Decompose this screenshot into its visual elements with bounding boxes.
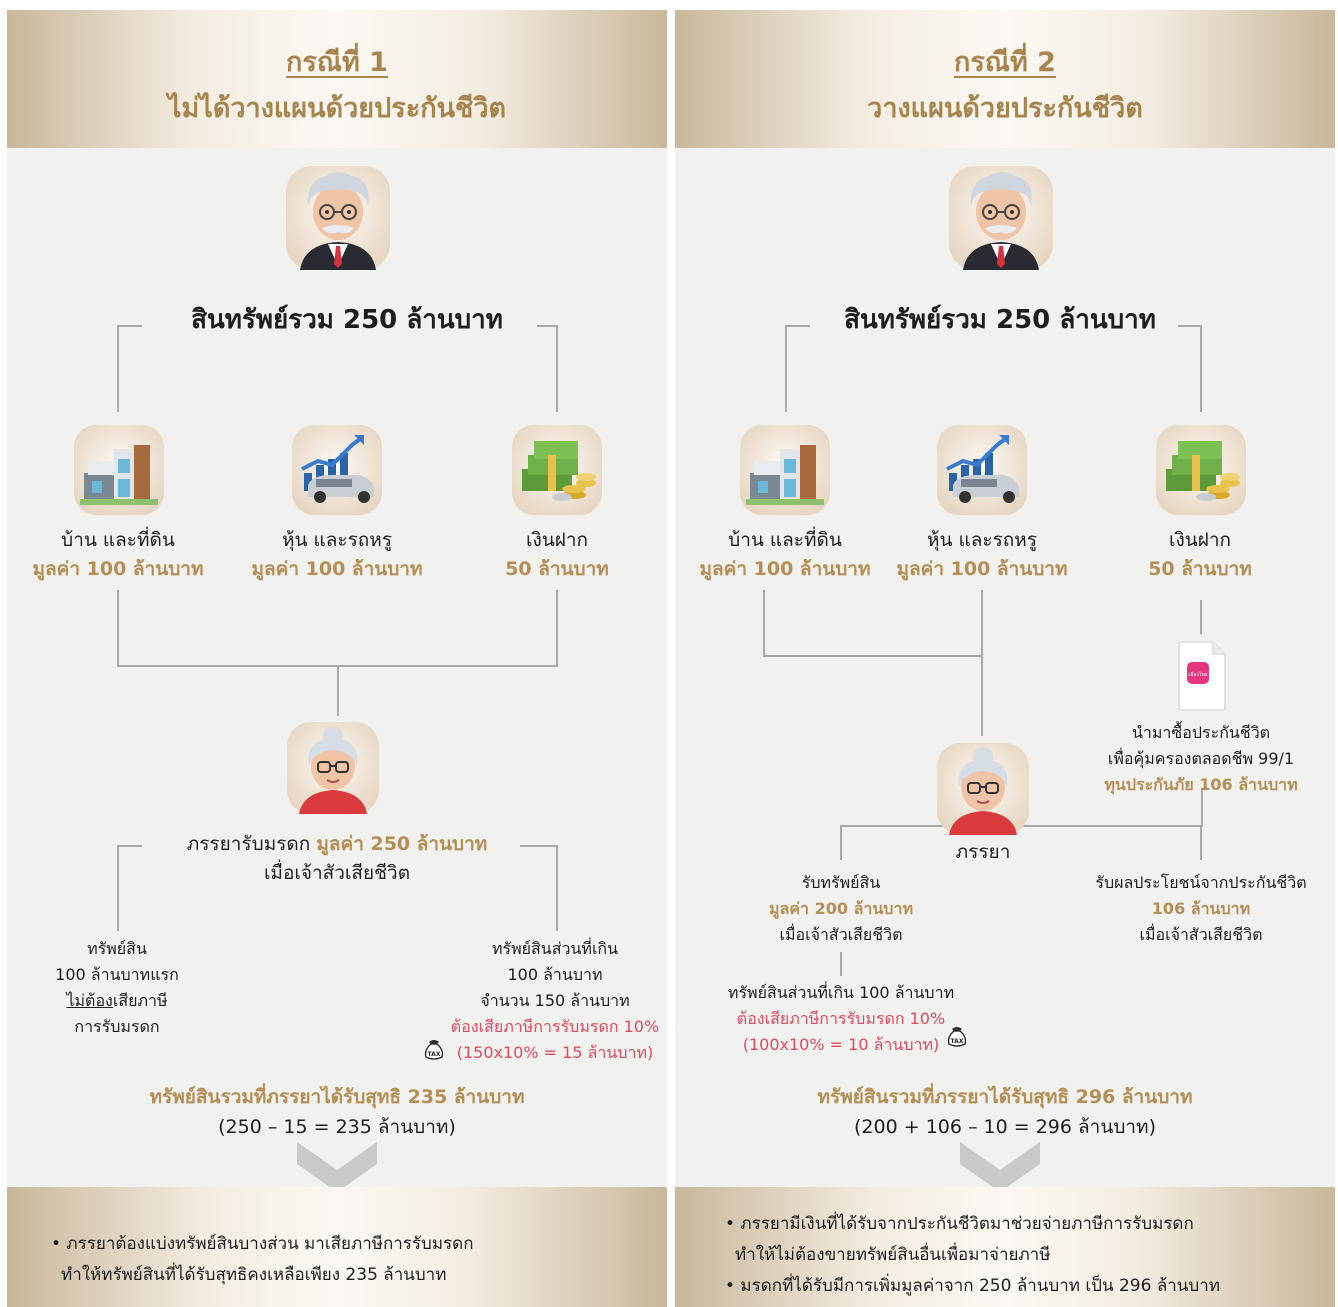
insurance-policy-icon: เมืองไทย [1178,641,1226,711]
svg-text:TAX: TAX [428,1051,441,1058]
case1-net-total: ทรัพย์สินรวมที่ภรรยาได้รับสุทธิ 235 ล้าน… [149,1086,525,1108]
tax-bag-icon: TAX [424,1039,444,1060]
wife-icon [937,743,1029,835]
case2-excess: ทรัพย์สินส่วนที่เกิน 100 ล้านบาท ต้องเสี… [727,983,955,1054]
case2-footer: • ภรรยามีเงินที่ได้รับจากประกันชีวิตมาช่… [675,1187,1335,1307]
svg-text:เมืองไทย: เมืองไทย [1188,671,1207,678]
house-icon [740,425,830,515]
case1-panel: กรณีที่ 1 ไม่ได้วางแผนด้วยประกันชีวิต สิ… [7,10,667,1307]
case2-asset-stocks: หุ้น และรถหรู มูลค่า 100 ล้านบาท [896,529,1068,580]
case2-receive-assets: รับทรัพย์สิน มูลค่า 200 ล้านบาท เมื่อเจ้… [769,873,913,944]
case1-header: กรณีที่ 1 ไม่ได้วางแผนด้วยประกันชีวิต [7,10,667,148]
case1-footer: • ภรรยาต้องแบ่งทรัพย์สินบางส่วน มาเสียภา… [7,1187,667,1307]
case2-title: กรณีที่ 2 [954,47,1056,78]
old-man-icon [286,166,390,270]
case1-bullet-1: • ภรรยาต้องแบ่งทรัพย์สินบางส่วน มาเสียภา… [51,1234,474,1285]
case1-total-assets: สินทรัพย์รวม 250 ล้านบาท [157,299,537,340]
case1-title: กรณีที่ 1 [286,47,388,78]
stocks-car-icon [292,425,382,515]
case2-net-calc: (200 + 106 – 10 = 296 ล้านบาท) [854,1116,1156,1138]
case2-insurance: นำมาซื้อประกันชีวิต เพื่อคุ้มครองตลอดชีพ… [1104,723,1298,794]
case2-receive-benefit: รับผลประโยชน์จากประกันชีวิต 106 ล้านบาท … [1095,873,1307,944]
case1-net-calc: (250 – 15 = 235 ล้านบาท) [218,1116,456,1138]
case2-wife-label: ภรรยา [955,841,1011,863]
stocks-car-icon [937,425,1027,515]
case2-asset-house: บ้าน และที่ดิน มูลค่า 100 ล้านบาท [699,529,871,580]
case1-connectors [117,325,558,931]
money-icon [1156,425,1246,515]
case2-asset-deposit: เงินฝาก 50 ล้านบาท [1148,529,1252,580]
case1-subtitle: ไม่ได้วางแผนด้วยประกันชีวิต [167,93,507,124]
case2-bullets: • ภรรยามีเงินที่ได้รับจากประกันชีวิตมาช่… [725,1214,1220,1296]
wife-icon [287,722,379,814]
case1-asset-house: บ้าน และที่ดิน มูลค่า 100 ล้านบาท [32,529,204,580]
case2-net-total: ทรัพย์สินรวมที่ภรรยาได้รับสุทธิ 296 ล้าน… [817,1086,1193,1108]
case1-asset-stocks: หุ้น และรถหรู มูลค่า 100 ล้านบาท [251,529,423,580]
case1-first-100: ทรัพย์สิน 100 ล้านบาทแรก ไม่ต้องเสียภาษี… [55,939,179,1036]
case2-panel: กรณีที่ 2 วางแผนด้วยประกันชีวิต สินทรัพย… [675,10,1335,1307]
case1-asset-deposit: เงินฝาก 50 ล้านบาท [505,529,609,580]
case1-excess: ทรัพย์สินส่วนที่เกิน 100 ล้านบาท จำนวน 1… [450,939,660,1062]
tax-bag-icon: TAX [947,1026,967,1047]
house-icon [74,425,164,515]
case2-header: กรณีที่ 2 วางแผนด้วยประกันชีวิต [675,10,1335,148]
case2-total-assets: สินทรัพย์รวม 250 ล้านบาท [825,299,1175,340]
svg-text:TAX: TAX [951,1038,964,1045]
old-man-icon [949,166,1053,270]
case1-inherit: ภรรยารับมรดก มูลค่า 250 ล้านบาท เมื่อเจ้… [147,830,527,888]
money-icon [512,425,602,515]
case2-subtitle: วางแผนด้วยประกันชีวิต [867,93,1143,124]
